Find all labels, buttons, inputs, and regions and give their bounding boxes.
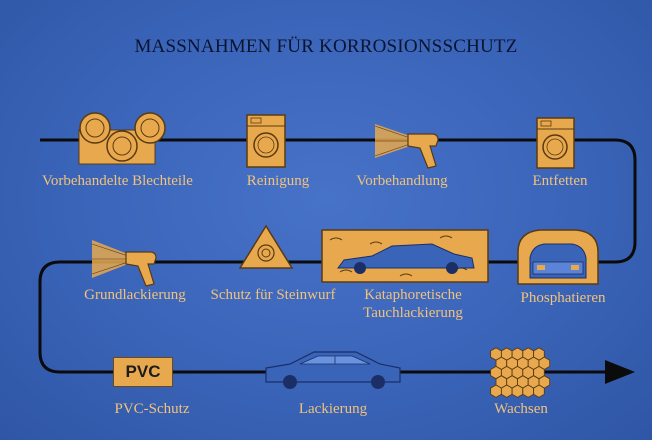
step-label-vorbehandlung: Vorbehandlung: [356, 173, 448, 189]
diagram-title: MASSNAHMEN FÜR KORROSIONSSCHUTZ: [134, 36, 518, 57]
car-side-icon: [265, 351, 401, 389]
sheet-metal-rollers-icon: [78, 112, 166, 165]
step-label-tauchlackierung: Tauchlackierung: [363, 305, 463, 321]
step-label-lackierung: Lackierung: [298, 401, 368, 417]
step-label-pvc-schutz: PVC-Schutz: [114, 401, 190, 417]
step-label-phosphatieren: Phosphatieren: [520, 290, 606, 306]
pvc-badge: PVC: [113, 357, 173, 387]
spray-gun-icon: [374, 124, 439, 169]
honeycomb-icon: [490, 347, 551, 398]
honeycomb-cell: [522, 384, 535, 398]
honeycomb-cell: [533, 384, 545, 398]
step-label-reinigung: Reinigung: [246, 173, 310, 189]
spray-gun-icon: [91, 240, 157, 287]
car-in-dip-tank-icon: [321, 229, 489, 283]
step-label-schutz-fuer-steinwurf: Schutz für Steinwurf: [210, 287, 336, 303]
step-label-kataphoretische: Kataphoretische: [364, 287, 462, 303]
warning-triangle-icon: [238, 224, 294, 269]
honeycomb-cell: [511, 384, 524, 398]
step-label-grundlackierung: Grundlackierung: [84, 287, 186, 303]
car-rear-in-tunnel-icon: [517, 229, 599, 285]
step-label-vorbehandelte-blechteile: Vorbehandelte Blechteile: [42, 173, 193, 189]
washing-machine-icon: [536, 117, 575, 169]
honeycomb-cell: [500, 384, 513, 398]
step-label-entfetten: Entfetten: [532, 173, 588, 189]
step-label-wachsen: Wachsen: [494, 401, 548, 417]
honeycomb-cell: [490, 384, 502, 398]
washing-machine-icon: [246, 114, 286, 168]
